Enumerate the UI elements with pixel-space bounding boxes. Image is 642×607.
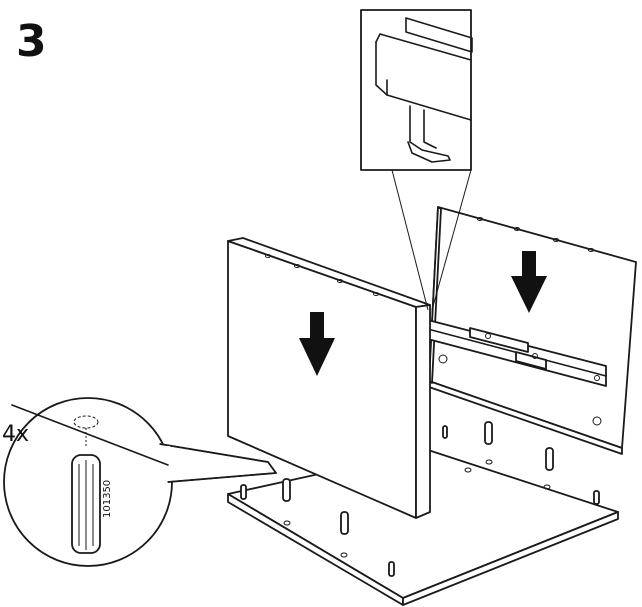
quantity-label: 4x (2, 422, 30, 447)
wooden-dowel-icon (71, 454, 101, 554)
detail-zoom-box (360, 9, 473, 311)
side-panel-dowels (282, 478, 349, 535)
drawer-rail (423, 318, 607, 387)
base-dowels (240, 425, 600, 577)
down-arrow-icon (299, 312, 335, 376)
side-panel (227, 237, 431, 519)
back-panel-dowels (484, 421, 554, 471)
step-number: 3 (16, 16, 47, 67)
part-code-label: 101350 (102, 479, 113, 518)
base-panel (227, 449, 619, 606)
down-arrow-icon-right (511, 251, 547, 313)
